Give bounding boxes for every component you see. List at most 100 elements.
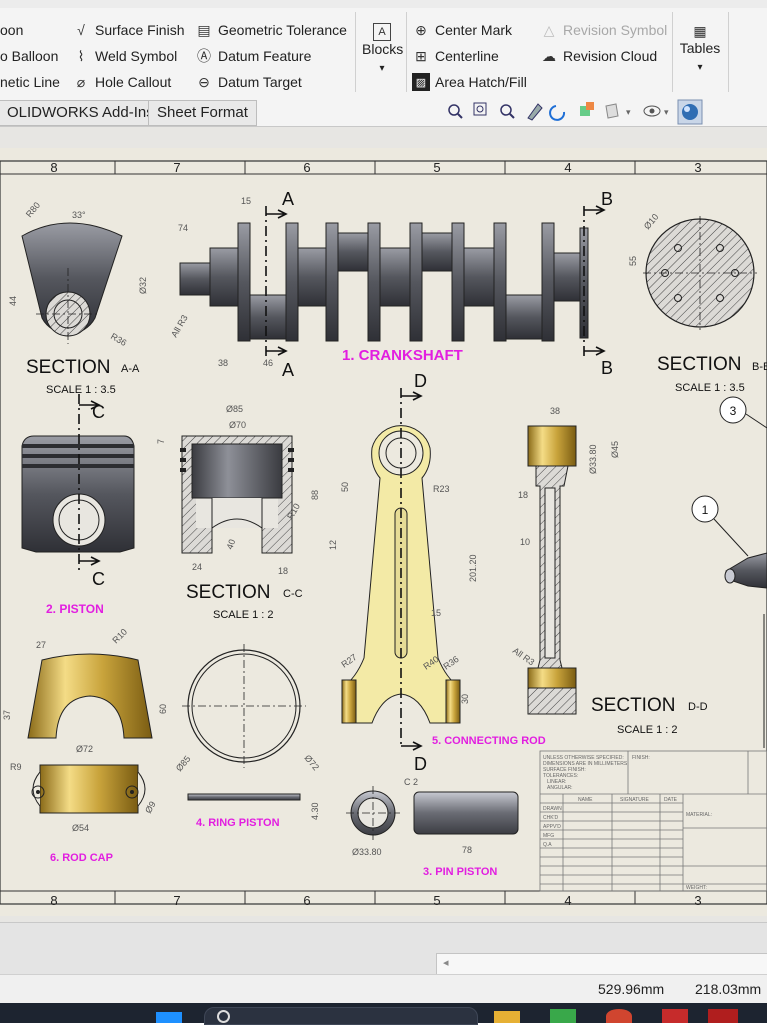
hole-callout-icon: ⌀ <box>76 73 86 90</box>
title-block-text: DATE <box>664 797 678 803</box>
ribbon-separator <box>406 12 407 92</box>
dimension-text: 15 <box>241 196 251 206</box>
dimension-text: 30 <box>460 694 470 704</box>
ribbon-weld-symbol-button[interactable]: ⌇Weld Symbol <box>72 46 178 66</box>
dimension-text: Ø70 <box>229 420 246 430</box>
cut-letter: B <box>601 189 613 209</box>
dimension-text: 78 <box>462 845 472 855</box>
ribbon-area-hatch-button[interactable]: ▨Area Hatch/Fill <box>412 72 527 92</box>
part-title: 2. PISTON <box>46 602 104 616</box>
ribbon-label: Center Mark <box>435 22 513 38</box>
pin-piston-view[interactable] <box>346 786 519 840</box>
taskbar-app-icon[interactable] <box>550 1009 576 1023</box>
taskbar-app-icon[interactable] <box>494 1011 520 1023</box>
section-aa-view[interactable] <box>21 222 123 344</box>
assembly-view-partial[interactable] <box>691 396 767 589</box>
ribbon-balloon-item[interactable]: oon <box>0 20 23 40</box>
ribbon-geometric-tolerance-button[interactable]: ▤Geometric Tolerance <box>195 20 347 40</box>
ribbon-label: Tables <box>679 40 721 56</box>
rotate-icon[interactable] <box>549 105 566 121</box>
taskbar-app-icon[interactable] <box>606 1009 632 1023</box>
section-label: SECTION <box>657 354 741 375</box>
chevron-down-icon[interactable]: ▾ <box>664 107 669 117</box>
display-style-icon[interactable] <box>580 102 594 116</box>
sketch-tools-icon[interactable] <box>527 103 543 121</box>
drawing-sheet[interactable]: 8 7 6 5 4 3 8 7 6 5 4 3 R80 33° 44 R36 S… <box>0 148 767 916</box>
piston-view[interactable] <box>21 394 135 574</box>
ribbon-centerline-button[interactable]: ⊞Centerline <box>412 46 499 66</box>
title-block[interactable] <box>539 750 767 892</box>
zone-number: 3 <box>694 160 701 175</box>
dimension-text: 4.30 <box>310 802 320 820</box>
command-tab-bar: OLIDWORKS Add-Ins Sheet Format ▾ ▾ <box>0 98 767 127</box>
search-box[interactable] <box>204 1007 478 1025</box>
ribbon-magnetic-line-item[interactable]: netic Line <box>0 72 60 92</box>
hide-show-icon[interactable] <box>643 105 661 117</box>
ribbon-label: Revision Cloud <box>563 48 658 64</box>
windows-taskbar <box>0 1003 767 1025</box>
horizontal-scrollbar[interactable]: ◂ <box>436 953 767 975</box>
ribbon-datum-target-button[interactable]: ⊖Datum Target <box>195 72 302 92</box>
ribbon-hole-callout-button[interactable]: ⌀Hole Callout <box>72 72 171 92</box>
ribbon-label: Surface Finish <box>95 22 185 38</box>
ribbon-center-mark-button[interactable]: ⊕Center Mark <box>412 20 512 40</box>
ribbon-label: Area Hatch/Fill <box>435 74 527 90</box>
tab-sheet-format[interactable]: Sheet Format <box>148 100 257 126</box>
section-scale: SCALE 1 : 3.5 <box>675 382 745 394</box>
ribbon-datum-feature-button[interactable]: Ⓐ Datum Feature <box>195 46 311 66</box>
ribbon-blocks-button[interactable]: A Blocks ▾ <box>362 22 403 74</box>
dimension-text: Ø32 <box>138 277 148 294</box>
start-icon[interactable] <box>156 1012 182 1023</box>
revision-symbol-icon: △ <box>543 21 555 38</box>
tab-addins[interactable]: OLIDWORKS Add-Ins <box>0 100 163 126</box>
datum-feature-icon: Ⓐ <box>197 48 211 64</box>
title-block-text: TOLERANCES: <box>543 773 578 779</box>
section-bb-view[interactable] <box>643 216 757 330</box>
ribbon-revision-symbol-button[interactable]: △ Revision Symbol <box>540 20 668 40</box>
scroll-left-icon[interactable]: ◂ <box>443 957 449 969</box>
table-icon: ▦ <box>693 22 707 39</box>
centerline-icon: ⊞ <box>415 47 427 64</box>
part-title: 4. RING PISTON <box>196 817 280 829</box>
section-cc-view[interactable] <box>180 435 294 554</box>
section-dd-view[interactable] <box>527 425 577 715</box>
dimension-text: 50 <box>340 482 350 492</box>
rod-cap-view[interactable] <box>27 653 153 814</box>
zoom-to-fit-icon[interactable] <box>448 104 463 119</box>
zoom-icon[interactable] <box>500 104 515 119</box>
dimension-text: 10 <box>520 537 530 547</box>
connecting-rod-view[interactable] <box>341 388 461 751</box>
zone-number: 3 <box>694 893 701 908</box>
ribbon-revision-cloud-button[interactable]: ☁Revision Cloud <box>540 46 657 66</box>
surface-finish-icon: √ <box>77 22 85 38</box>
ribbon-label: Revision Symbol <box>563 22 668 38</box>
ribbon-tables-button[interactable]: ▦ Tables ▾ <box>678 22 722 74</box>
dimension-text: 12 <box>328 540 338 550</box>
chevron-down-icon[interactable]: ▾ <box>626 107 631 117</box>
ribbon-surface-finish-button[interactable]: √ Surface Finish <box>72 20 184 40</box>
ring-piston-view[interactable] <box>182 644 306 801</box>
taskbar-app-icon[interactable] <box>662 1009 688 1023</box>
dimension-text: Ø72 <box>76 744 93 754</box>
dimension-text: 74 <box>178 223 188 233</box>
crankshaft-view[interactable] <box>179 205 606 358</box>
title-block-text: DIMENSIONS ARE IN MILLIMETERS <box>543 761 628 767</box>
section-suffix: A-A <box>121 363 140 375</box>
ribbon-label: Datum Feature <box>218 48 312 64</box>
appearance-icon[interactable] <box>677 99 703 125</box>
zone-number: 5 <box>433 893 440 908</box>
dimension-text: Ø54 <box>72 823 89 833</box>
taskbar-app-icon[interactable] <box>708 1009 738 1023</box>
dimension-text: 60 <box>158 704 168 714</box>
section-scale: SCALE 1 : 2 <box>213 609 274 621</box>
ribbon-auto-balloon-item[interactable]: o Balloon <box>0 46 58 66</box>
dimension-text: Ø33.80 <box>588 444 598 474</box>
zone-ticks <box>114 161 636 904</box>
cut-letter: C <box>92 569 105 589</box>
zone-number: 7 <box>173 893 180 908</box>
status-bar: 529.96mm 218.03mm <box>0 974 767 1004</box>
zoom-area-icon[interactable] <box>473 102 487 116</box>
zone-number: 4 <box>564 160 571 175</box>
view-orientation-icon[interactable] <box>605 103 619 119</box>
ribbon-separator <box>355 12 356 92</box>
